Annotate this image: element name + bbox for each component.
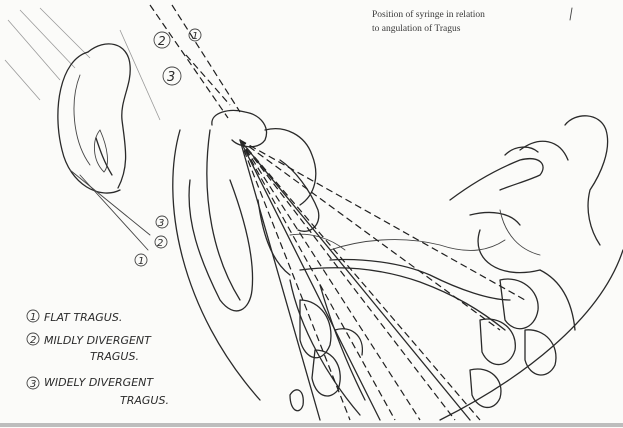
caption-line-2: to angulation of Tragus xyxy=(372,23,461,34)
marker-ear-2: 2 xyxy=(157,238,163,249)
legend-text-2b: TRAGUS. xyxy=(90,350,139,363)
caption-line-1: Position of syringe in relation xyxy=(372,9,485,20)
marker-top-3: 3 xyxy=(167,70,175,85)
marker-ear-3: 3 xyxy=(158,218,164,229)
legend-text-3b: TRAGUS. xyxy=(120,394,169,407)
legend-num-3: 3 xyxy=(30,379,36,390)
legend-text-1: FLAT TRAGUS. xyxy=(44,311,122,324)
legend-text-3: WIDELY DIVERGENT xyxy=(44,376,154,389)
legend-num-1: 1 xyxy=(30,312,36,323)
marker-top-2: 2 xyxy=(158,34,166,48)
legend-text-2: MILDLY DIVERGENT xyxy=(44,334,152,347)
marker-top-1: 1 xyxy=(192,31,198,42)
marker-ear-1: 1 xyxy=(138,256,144,267)
legend-num-2: 2 xyxy=(30,335,36,346)
